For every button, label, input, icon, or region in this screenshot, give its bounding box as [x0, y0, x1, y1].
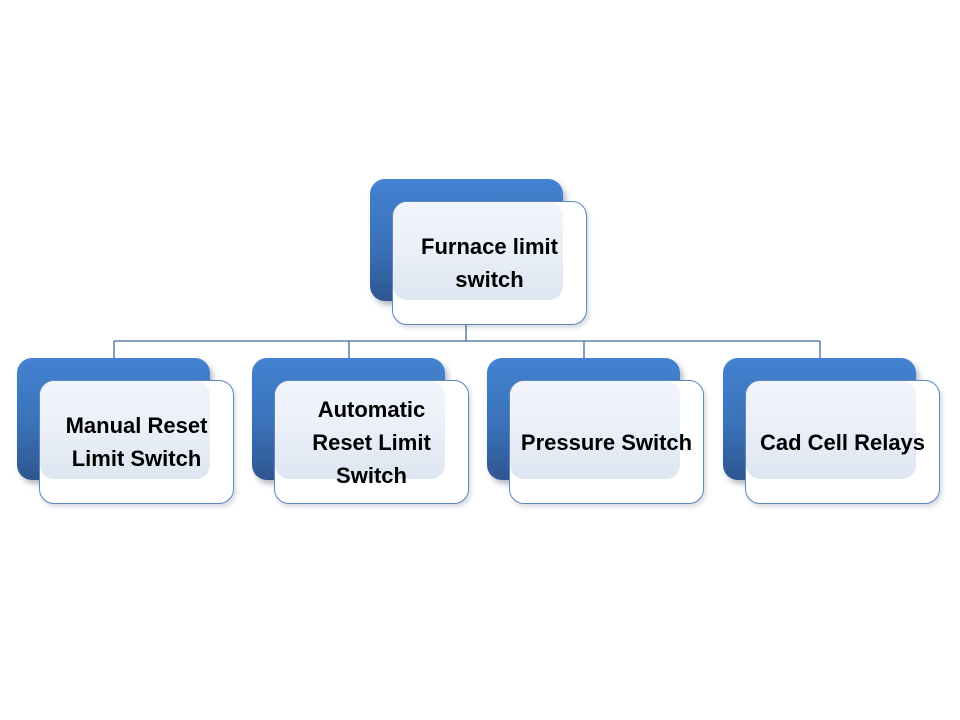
- node-label: Cad Cell Relays: [759, 429, 926, 455]
- node-front-shape: Furnace limit switch: [392, 201, 587, 325]
- node-label: Manual Reset Limit Switch: [65, 413, 208, 471]
- node-front-shape: Pressure Switch: [509, 380, 704, 504]
- node-sheen: [393, 202, 563, 300]
- connector-path: [113, 321, 821, 360]
- node-front-shape: Cad Cell Relays: [745, 380, 940, 504]
- node-sheen: [510, 381, 680, 479]
- node-label: Pressure Switch: [520, 429, 693, 455]
- node-sheen: [275, 381, 445, 479]
- node-sheen: [40, 381, 210, 479]
- node-front-shape: Manual Reset Limit Switch: [39, 380, 234, 504]
- node-label: Furnace limit switch: [421, 234, 558, 292]
- node-front-shape: Automatic Reset Limit Switch: [274, 380, 469, 504]
- node-label: Automatic Reset Limit Switch: [312, 396, 431, 488]
- node-sheen: [746, 381, 916, 479]
